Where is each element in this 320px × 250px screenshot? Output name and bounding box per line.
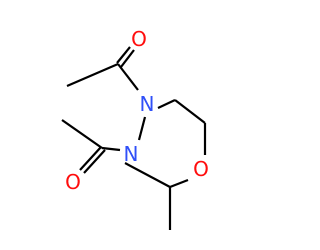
atom-oxygen-top: O	[131, 27, 147, 51]
bond-methyl-carbonyl-top	[66, 62, 119, 88]
atom-nitrogen-upper: N	[140, 92, 155, 116]
bond-nitrogen-lower-carbonyl	[101, 146, 121, 152]
bond-carbonyl-oxygen-left-b	[83, 149, 106, 174]
bond-nitrogen-upper-ring-ch2	[157, 99, 176, 109]
bond-carbonyl-methyl-left	[61, 119, 103, 149]
atom-oxygen-left: O	[65, 170, 81, 194]
bond-ring-ch-nitrogen-lower	[124, 162, 171, 188]
atom-nitrogen-lower: N	[124, 142, 139, 166]
bond-ring-ch2-ch2	[174, 99, 206, 124]
bond-nitrogen-nitrogen	[137, 116, 147, 141]
molecule-structure: O N N O O	[0, 0, 250, 250]
bond-carbonyl-oxygen-top-b	[120, 49, 135, 68]
atom-oxygen-ring: O	[193, 157, 209, 181]
bond-carbonyl-oxygen-left-a	[79, 146, 102, 171]
bond-carbonyl-oxygen-top-a	[116, 46, 131, 64]
canvas-background	[0, 0, 250, 250]
bond-carbonyl-nitrogen-upper	[117, 63, 139, 91]
bond-ring-oxygen-ch	[169, 178, 189, 189]
